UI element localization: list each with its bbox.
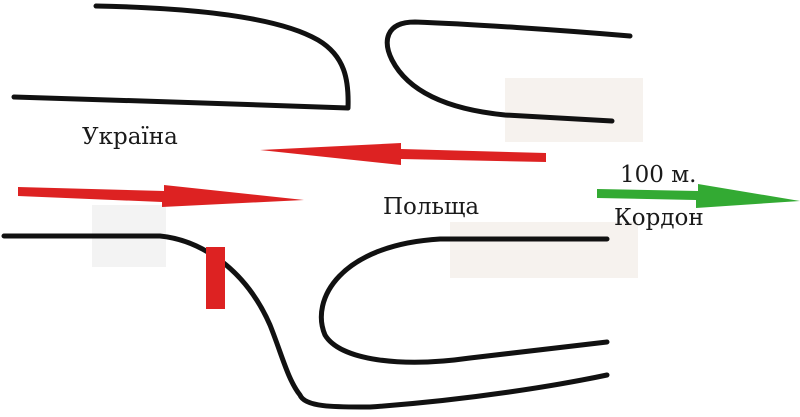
label-distance: 100 м. [620, 162, 697, 188]
traffic-arrow-left [260, 143, 546, 165]
road-edge-top-right [384, 19, 633, 124]
label-poland: Польща [383, 194, 480, 220]
road-edge-bottom-right [318, 236, 610, 365]
barrier-post [206, 247, 225, 309]
road-edge-bottom-left [1, 233, 610, 410]
highlight-patch-2 [450, 222, 638, 278]
label-ukraine: Україна [82, 124, 178, 150]
traffic-arrow-right [18, 185, 304, 207]
label-border: Кордон [614, 205, 704, 231]
border-arrow [597, 184, 800, 208]
road-edge-top-left [11, 3, 351, 111]
highlight-patch-1 [505, 78, 643, 142]
